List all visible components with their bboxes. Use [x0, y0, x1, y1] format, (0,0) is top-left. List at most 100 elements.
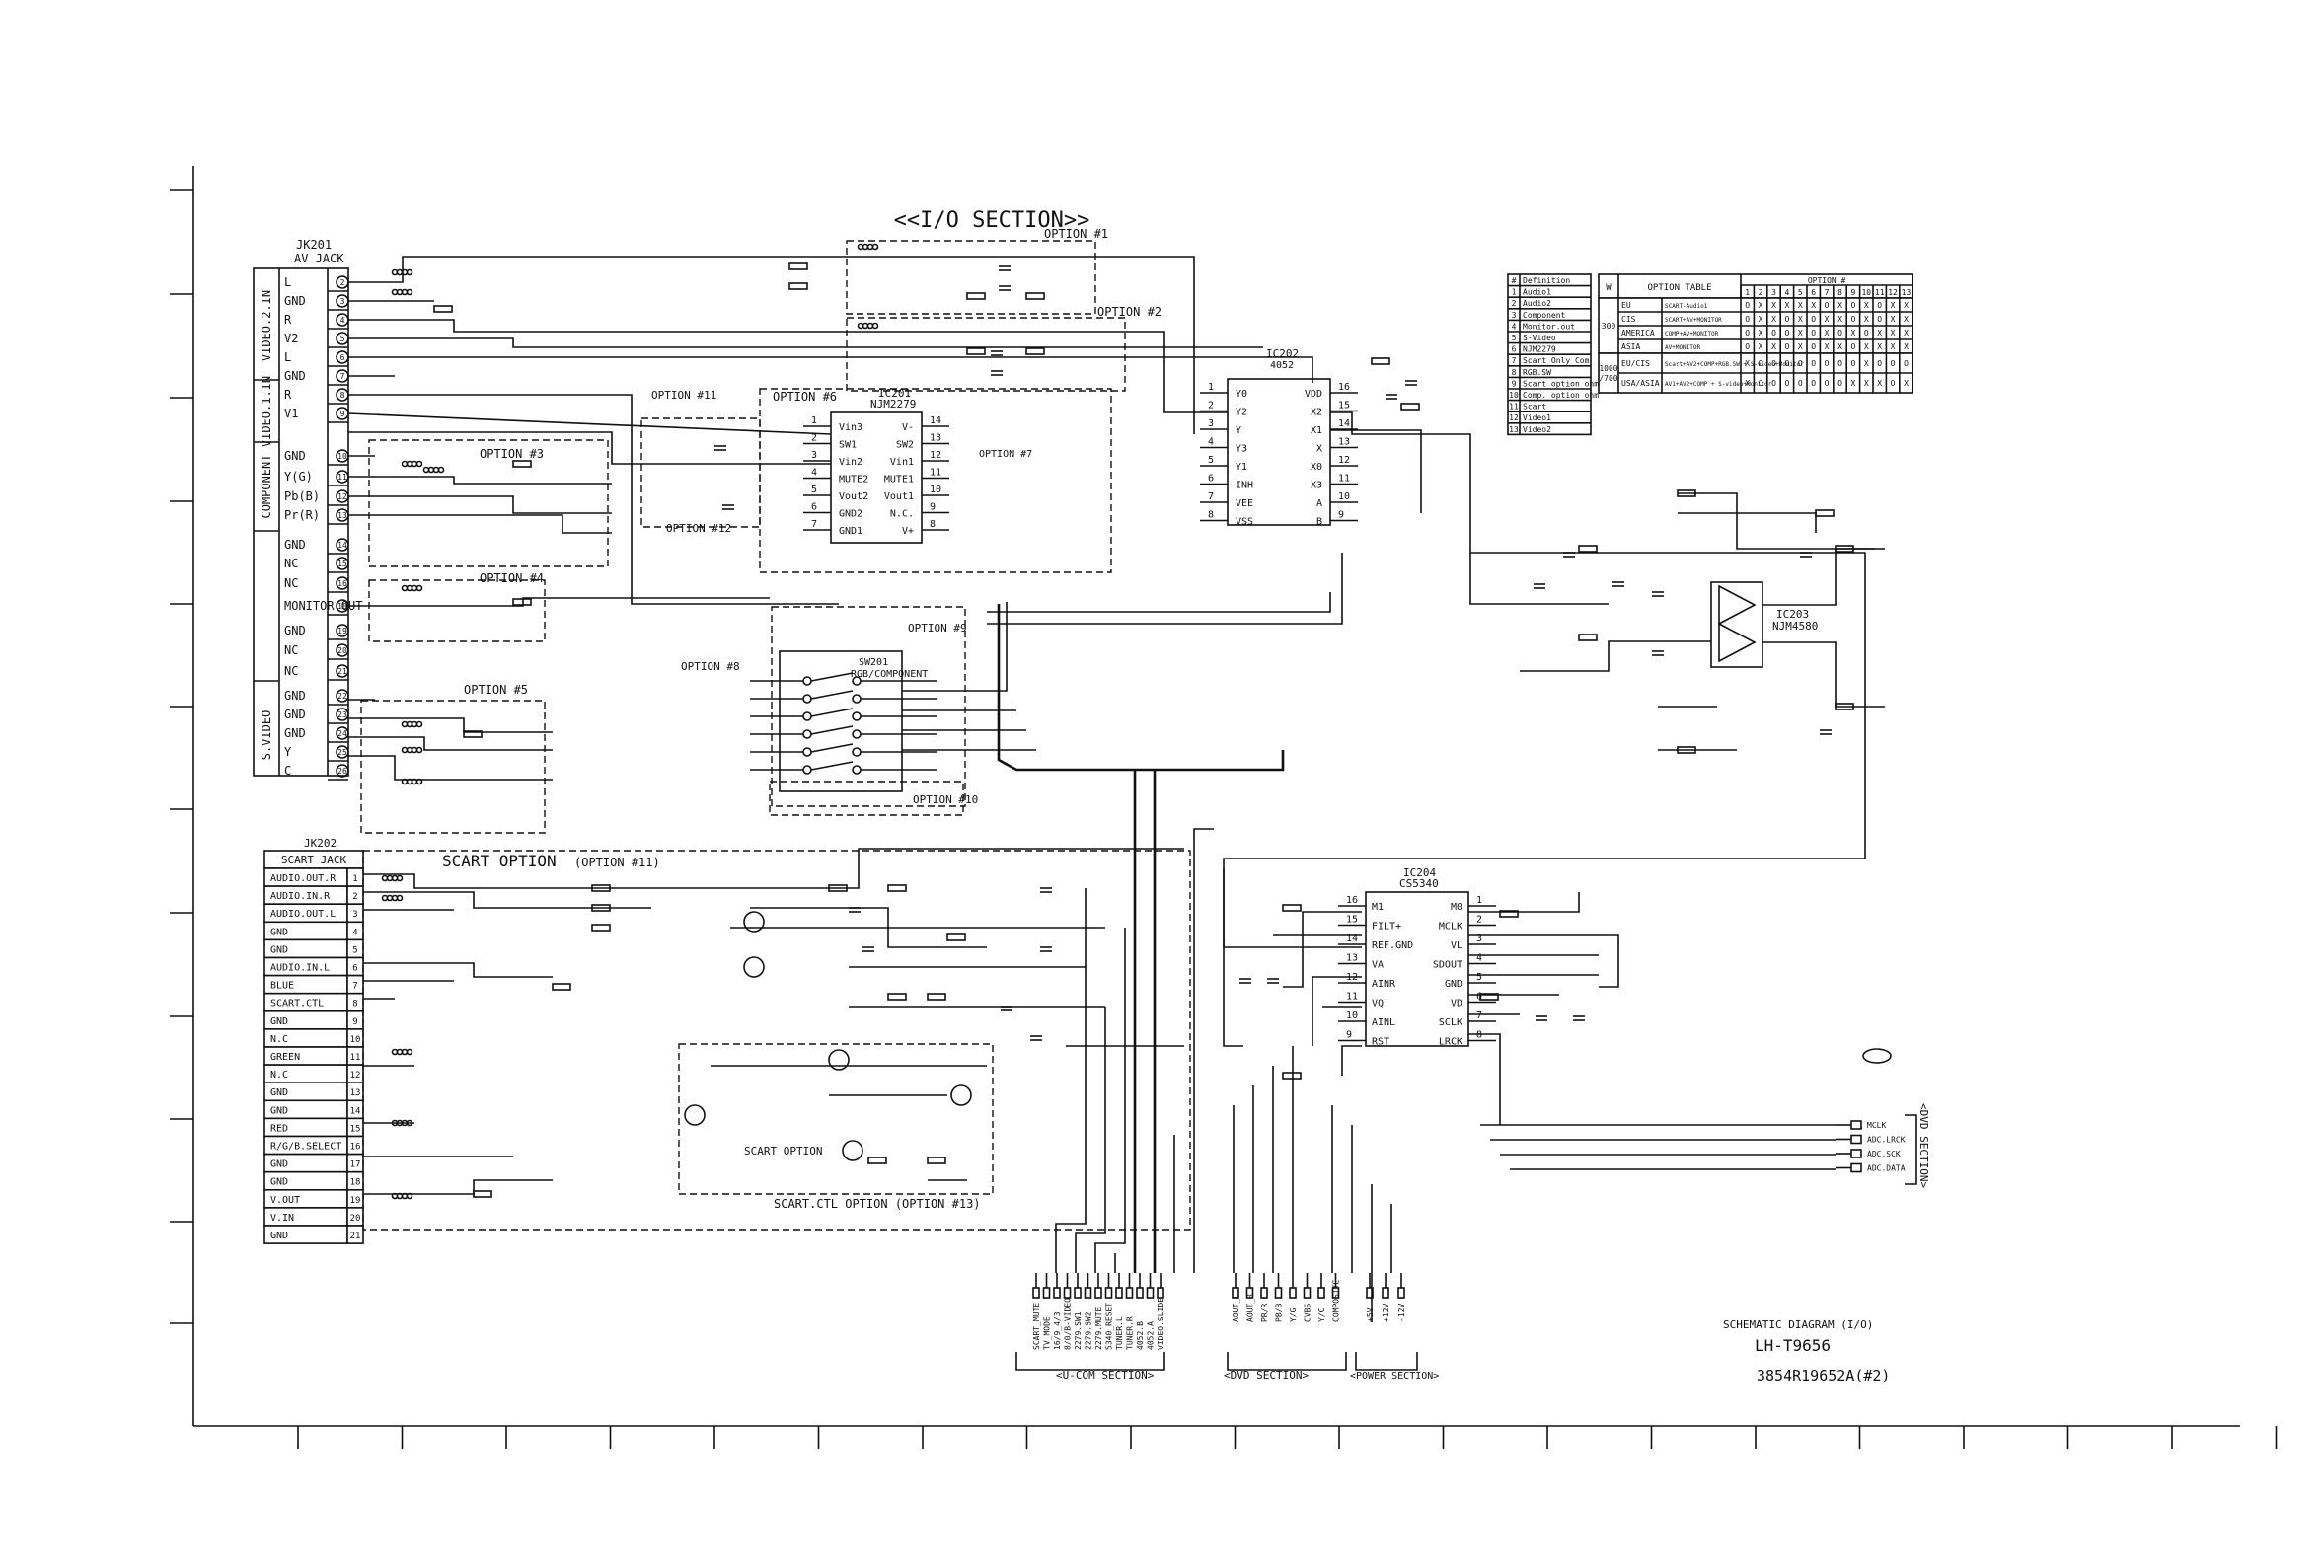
av-pin-number: 11	[337, 473, 347, 482]
ic204-pins-pin-name: AINL	[1372, 1017, 1395, 1028]
option-description: AV+MONITOR	[1665, 344, 1701, 351]
ic204-pins-pin-name: M0	[1451, 902, 1462, 913]
ic204-pins-pin-name: RST	[1372, 1037, 1389, 1048]
ic204: IC204 CS5340 16M115FILT+14REF.GND13VA12A…	[1338, 866, 1496, 1048]
ic202-pins-pin-number: 6	[1208, 474, 1214, 485]
av-pin-number-circle	[336, 643, 349, 657]
definition-name: S-Video	[1523, 334, 1556, 342]
av-pin-number: 24	[337, 729, 347, 738]
option-table-w-value: 300	[1602, 322, 1616, 331]
scart-jack-ref: JK202	[304, 837, 337, 850]
definition-number: 10	[1509, 391, 1519, 400]
scart-pin-number: 1	[352, 874, 357, 884]
ic202-pins-pin-name: VSS	[1236, 517, 1253, 528]
components	[381, 243, 1854, 1200]
ic204-pins-pin-number: 7	[1476, 1010, 1482, 1021]
av-pin-label: GND	[284, 449, 306, 463]
power-connector: +5V+12V-12V	[1355, 1273, 1418, 1371]
option-number: 12	[1888, 288, 1898, 297]
ic202-pins-pin-number: 2	[1208, 401, 1214, 411]
scart-pin-label: AUDIO.OUT.L	[270, 909, 336, 920]
ic201-pins-pin-number: 8	[930, 519, 936, 530]
ic204-pins-pin-number: 15	[1346, 915, 1358, 926]
av-pin-label: NC	[284, 664, 298, 678]
ic202-pins-pin-name: VEE	[1236, 498, 1253, 509]
ic201-pins-pin-name: MUTE1	[884, 475, 914, 485]
dvd-right-pin-label: ADC.SCK	[1867, 1150, 1901, 1158]
definition-name: Scart option ohm	[1523, 379, 1599, 388]
av-pin-number: 7	[340, 372, 345, 381]
av-pin-number: 2	[340, 278, 345, 287]
option-mark: O	[1759, 359, 1763, 368]
option-mark: O	[1745, 342, 1750, 351]
ic203-ref: IC203	[1776, 608, 1809, 621]
av-pin-number: 19	[337, 627, 347, 635]
option-mark: O	[1811, 329, 1816, 337]
option-mark: X	[1759, 301, 1763, 310]
option-8-label: OPTION #8	[681, 660, 740, 673]
ic204-pins-pin-number: 13	[1346, 953, 1358, 964]
option-4-label: OPTION #4	[480, 571, 544, 585]
definition-number: 2	[1512, 299, 1517, 308]
option-mark: O	[1798, 359, 1803, 368]
sw201: SW201 RGB/COMPONENT	[750, 650, 937, 792]
scart-pin-label: N.C	[270, 1070, 288, 1081]
ic201-pins-pin-name: Vout2	[839, 491, 868, 502]
scart-pin-label: RED	[270, 1123, 288, 1134]
scart-pin-label: AUDIO.OUT.R	[270, 873, 337, 884]
ic204-pins-pin-name: SCLK	[1439, 1017, 1462, 1028]
scart-pin-label: GND	[270, 1177, 288, 1188]
ic202-pins-pin-name: X	[1316, 444, 1322, 455]
av-pin-number: 16	[337, 579, 347, 588]
option-mark: X	[1904, 329, 1909, 337]
av-pin-number: 15	[337, 560, 347, 568]
av-pin-number-circle	[336, 624, 349, 637]
ucom-pin-label: 4052.A	[1147, 1321, 1156, 1350]
option-description: SCART-Audio1	[1665, 303, 1708, 310]
option-number: 8	[1837, 288, 1842, 297]
option-table-title: OPTION TABLE	[1647, 283, 1711, 293]
ic201: IC201 NJM2279 1Vin32SW13Vin24MUTE25Vout2…	[803, 387, 949, 544]
option-1-label: OPTION #1	[1044, 227, 1108, 241]
option-mark: X	[1864, 359, 1869, 368]
option-11-label: OPTION #11	[651, 389, 716, 402]
ic204-pins-pin-name: GND	[1445, 979, 1462, 990]
ucom-pin-label: VIDEO.SLIDE	[1157, 1298, 1165, 1350]
definition-name: Comp. option ohm	[1523, 391, 1599, 400]
definition-name: Definition	[1523, 276, 1570, 285]
av-group-component: COMPONENT	[260, 454, 273, 518]
ic204-pins-pin-name: VA	[1372, 960, 1384, 971]
option-mark: O	[1837, 379, 1842, 388]
option-mark: O	[1811, 342, 1816, 351]
option-mark: X	[1784, 301, 1789, 310]
definition-name: Video2	[1523, 425, 1551, 434]
option-mark: X	[1864, 301, 1869, 310]
definition-name: Scart	[1523, 403, 1546, 411]
av-jack: JK201 AV JACK VIDEO.2.IN VIDEO.1.IN COMP…	[253, 238, 362, 781]
av-pin-number-circle	[336, 726, 349, 740]
option-region: USA/ASIA	[1621, 379, 1660, 388]
option-10-label: OPTION #10	[913, 793, 978, 806]
option-mark: X	[1759, 315, 1763, 324]
dvd-pin-label: PB/B	[1275, 1304, 1284, 1322]
ic202-pins-pin-number: 3	[1208, 418, 1214, 429]
ic201-pins-pin-name: Vin3	[839, 422, 862, 433]
ic202-pins-pin-number: 10	[1338, 491, 1350, 502]
ucom-pin-label: 16/9_4/3	[1053, 1311, 1062, 1350]
ic201-pins-pin-number: 3	[811, 450, 817, 461]
av-pin-label: GND	[284, 538, 306, 552]
scart-pin-label: BLUE	[270, 981, 294, 992]
option-number: 13	[1902, 288, 1912, 297]
option-mark: O	[1784, 359, 1789, 368]
scart-pin-label: N.C	[270, 1034, 288, 1045]
option-mark: X	[1798, 342, 1803, 351]
power-pin-label: +12V	[1382, 1304, 1390, 1322]
schematic-title: SCHEMATIC DIAGRAM (I/O)	[1723, 1318, 1873, 1331]
ic204-pins-pin-name: M1	[1372, 902, 1384, 913]
scart-pin-number: 7	[352, 982, 357, 992]
option-region: ASIA	[1621, 342, 1640, 351]
ic202-pins-pin-number: 9	[1338, 510, 1344, 521]
option-table-w-header: W	[1606, 283, 1612, 293]
ic201-pins-pin-number: 11	[930, 468, 941, 479]
